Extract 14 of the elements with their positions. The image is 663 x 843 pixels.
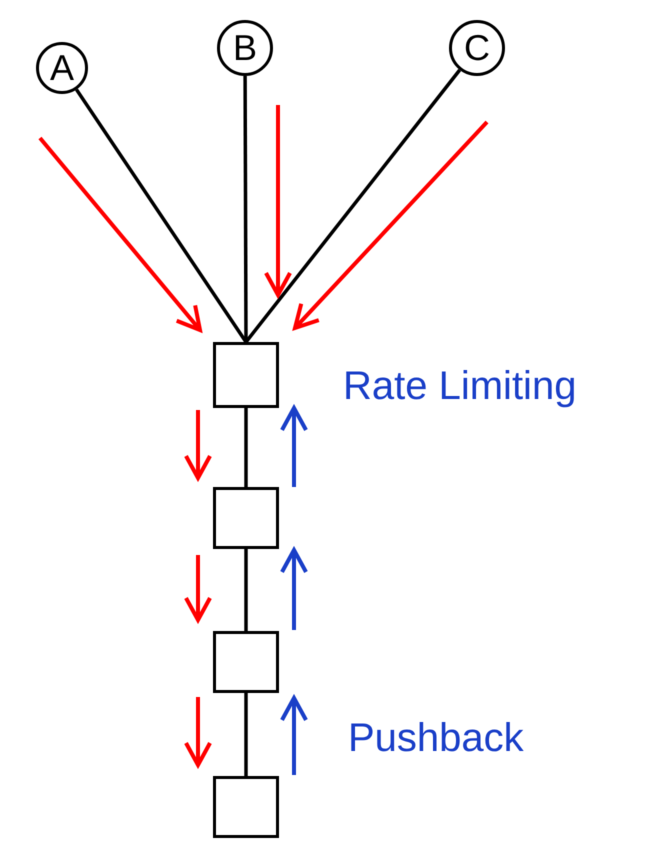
connector-line bbox=[243, 76, 248, 342]
node-box bbox=[213, 342, 279, 408]
connector-line bbox=[244, 693, 248, 776]
annotation-label: Pushback bbox=[348, 718, 524, 758]
node-box bbox=[213, 487, 279, 549]
node-box bbox=[213, 776, 279, 838]
node-circle: C bbox=[449, 20, 505, 76]
connector-line bbox=[244, 408, 248, 487]
annotation-label: Rate Limiting bbox=[343, 366, 576, 406]
node-box bbox=[213, 631, 279, 693]
connector-line bbox=[244, 68, 462, 344]
node-circle: A bbox=[36, 42, 88, 94]
node-circle: B bbox=[217, 20, 273, 76]
connector-line bbox=[244, 549, 248, 631]
